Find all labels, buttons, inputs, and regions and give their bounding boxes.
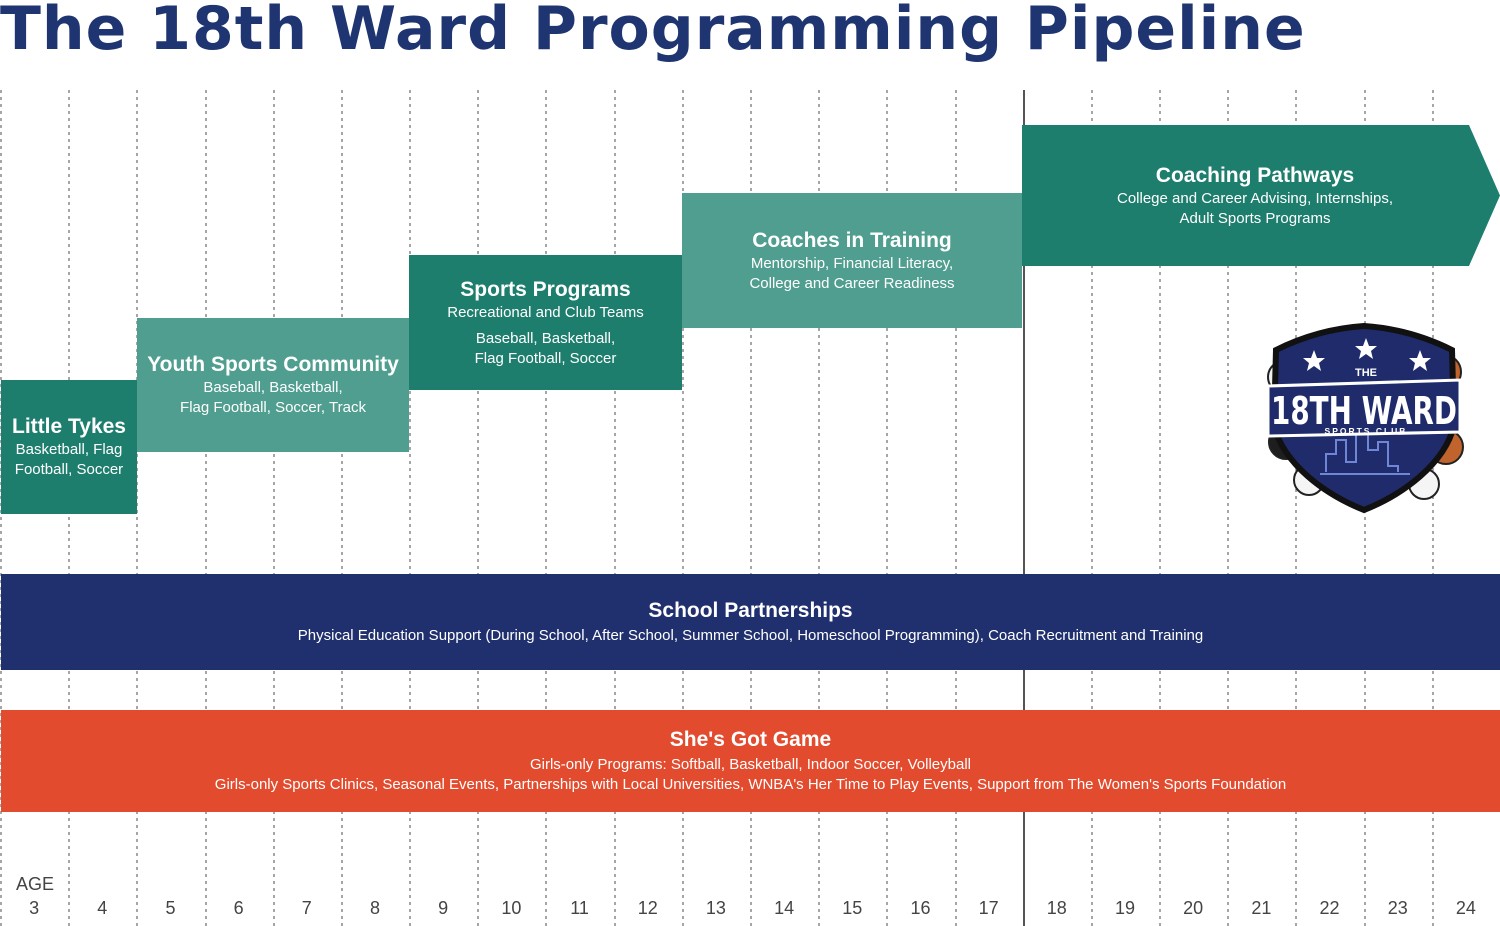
coaches-in-training-desc-2: College and Career Readiness — [749, 274, 955, 292]
sports-programs-block: Sports Programs Recreational and Club Te… — [409, 255, 682, 390]
logo-line-3: SPORTS CLUB — [1325, 426, 1408, 436]
shes-got-game-title: She's Got Game — [669, 728, 832, 751]
age-tick-label: 21 — [1251, 898, 1272, 918]
coaching-pathways-desc-1: College and Career Advising, Internships… — [1117, 189, 1393, 207]
age-tick-label: 4 — [97, 898, 108, 918]
age-tick-label: 22 — [1319, 898, 1340, 918]
shes-got-game-desc-1: Girls-only Programs: Softball, Basketbal… — [529, 756, 972, 773]
age-tick-label: 12 — [637, 898, 658, 918]
age-tick-label: 23 — [1387, 898, 1408, 918]
school-partnerships-band: School Partnerships Physical Education S… — [1, 574, 1500, 670]
age-tick-label: 16 — [910, 898, 931, 918]
age-tick-label: 6 — [233, 898, 244, 918]
age-tick-label: 17 — [978, 898, 999, 918]
little-tykes-block: Little Tykes Basketball, Flag Football, … — [1, 380, 137, 514]
age-tick-label: 20 — [1183, 898, 1204, 918]
youth-sports-title: Youth Sports Community — [147, 353, 399, 376]
age-tick-label: 13 — [705, 898, 726, 918]
shes-got-game-band: She's Got Game Girls-only Programs: Soft… — [1, 710, 1500, 812]
little-tykes-desc: Basketball, Flag Football, Soccer — [14, 441, 124, 478]
coaching-pathways-arrow: Coaching Pathways College and Career Adv… — [1022, 125, 1500, 266]
coaches-in-training-desc-1: Mentorship, Financial Literacy, — [750, 254, 954, 272]
age-tick-label: 7 — [301, 898, 312, 918]
school-partnerships-desc: Physical Education Support (During Schoo… — [297, 627, 1204, 644]
sports-programs-desc-1: Baseball, Basketball, — [475, 329, 616, 347]
age-tick-label: 10 — [501, 898, 522, 918]
age-tick-label: 3 — [29, 898, 40, 918]
age-tick-label: 14 — [774, 898, 795, 918]
logo-line-2: 18TH WARD — [1271, 389, 1457, 433]
page-title: The 18th Ward Programming Pipeline — [0, 0, 1306, 64]
age-tick-label: 18 — [1046, 898, 1067, 918]
age-tick-label: 11 — [570, 898, 589, 918]
age-tick-label: 19 — [1114, 898, 1136, 918]
shes-got-game-desc-2: Girls-only Sports Clinics, Seasonal Even… — [214, 776, 1287, 793]
youth-sports-desc-1: Baseball, Basketball, — [203, 379, 343, 396]
sports-programs-desc-2: Flag Football, Soccer — [474, 349, 617, 367]
logo-line-1: THE — [1355, 367, 1377, 379]
age-tick-label: 24 — [1455, 898, 1476, 918]
age-tick-label: 8 — [369, 898, 380, 918]
youth-sports-desc-2: Flag Football, Soccer, Track — [180, 399, 366, 416]
little-tykes-title: Little Tykes — [12, 415, 126, 438]
sports-programs-title: Sports Programs — [460, 277, 631, 301]
coaches-in-training-title: Coaches in Training — [752, 228, 952, 252]
youth-sports-community-block: Youth Sports Community Baseball, Basketb… — [137, 318, 409, 452]
age-tick-label: 5 — [165, 898, 176, 918]
age-tick-label: 9 — [438, 898, 449, 918]
age-axis-label: AGE — [16, 874, 55, 894]
coaches-in-training-block: Coaches in Training Mentorship, Financia… — [682, 193, 1022, 328]
age-tick-label: 15 — [842, 898, 863, 918]
coaching-pathways-title: Coaching Pathways — [1155, 163, 1355, 187]
coaching-pathways-desc-2: Adult Sports Programs — [1179, 209, 1331, 227]
school-partnerships-title: School Partnerships — [648, 599, 853, 622]
sports-programs-subtitle: Recreational and Club Teams — [447, 303, 644, 321]
18th-ward-logo-icon: THE 18TH WARD SPORTS CLUB — [1266, 322, 1464, 514]
